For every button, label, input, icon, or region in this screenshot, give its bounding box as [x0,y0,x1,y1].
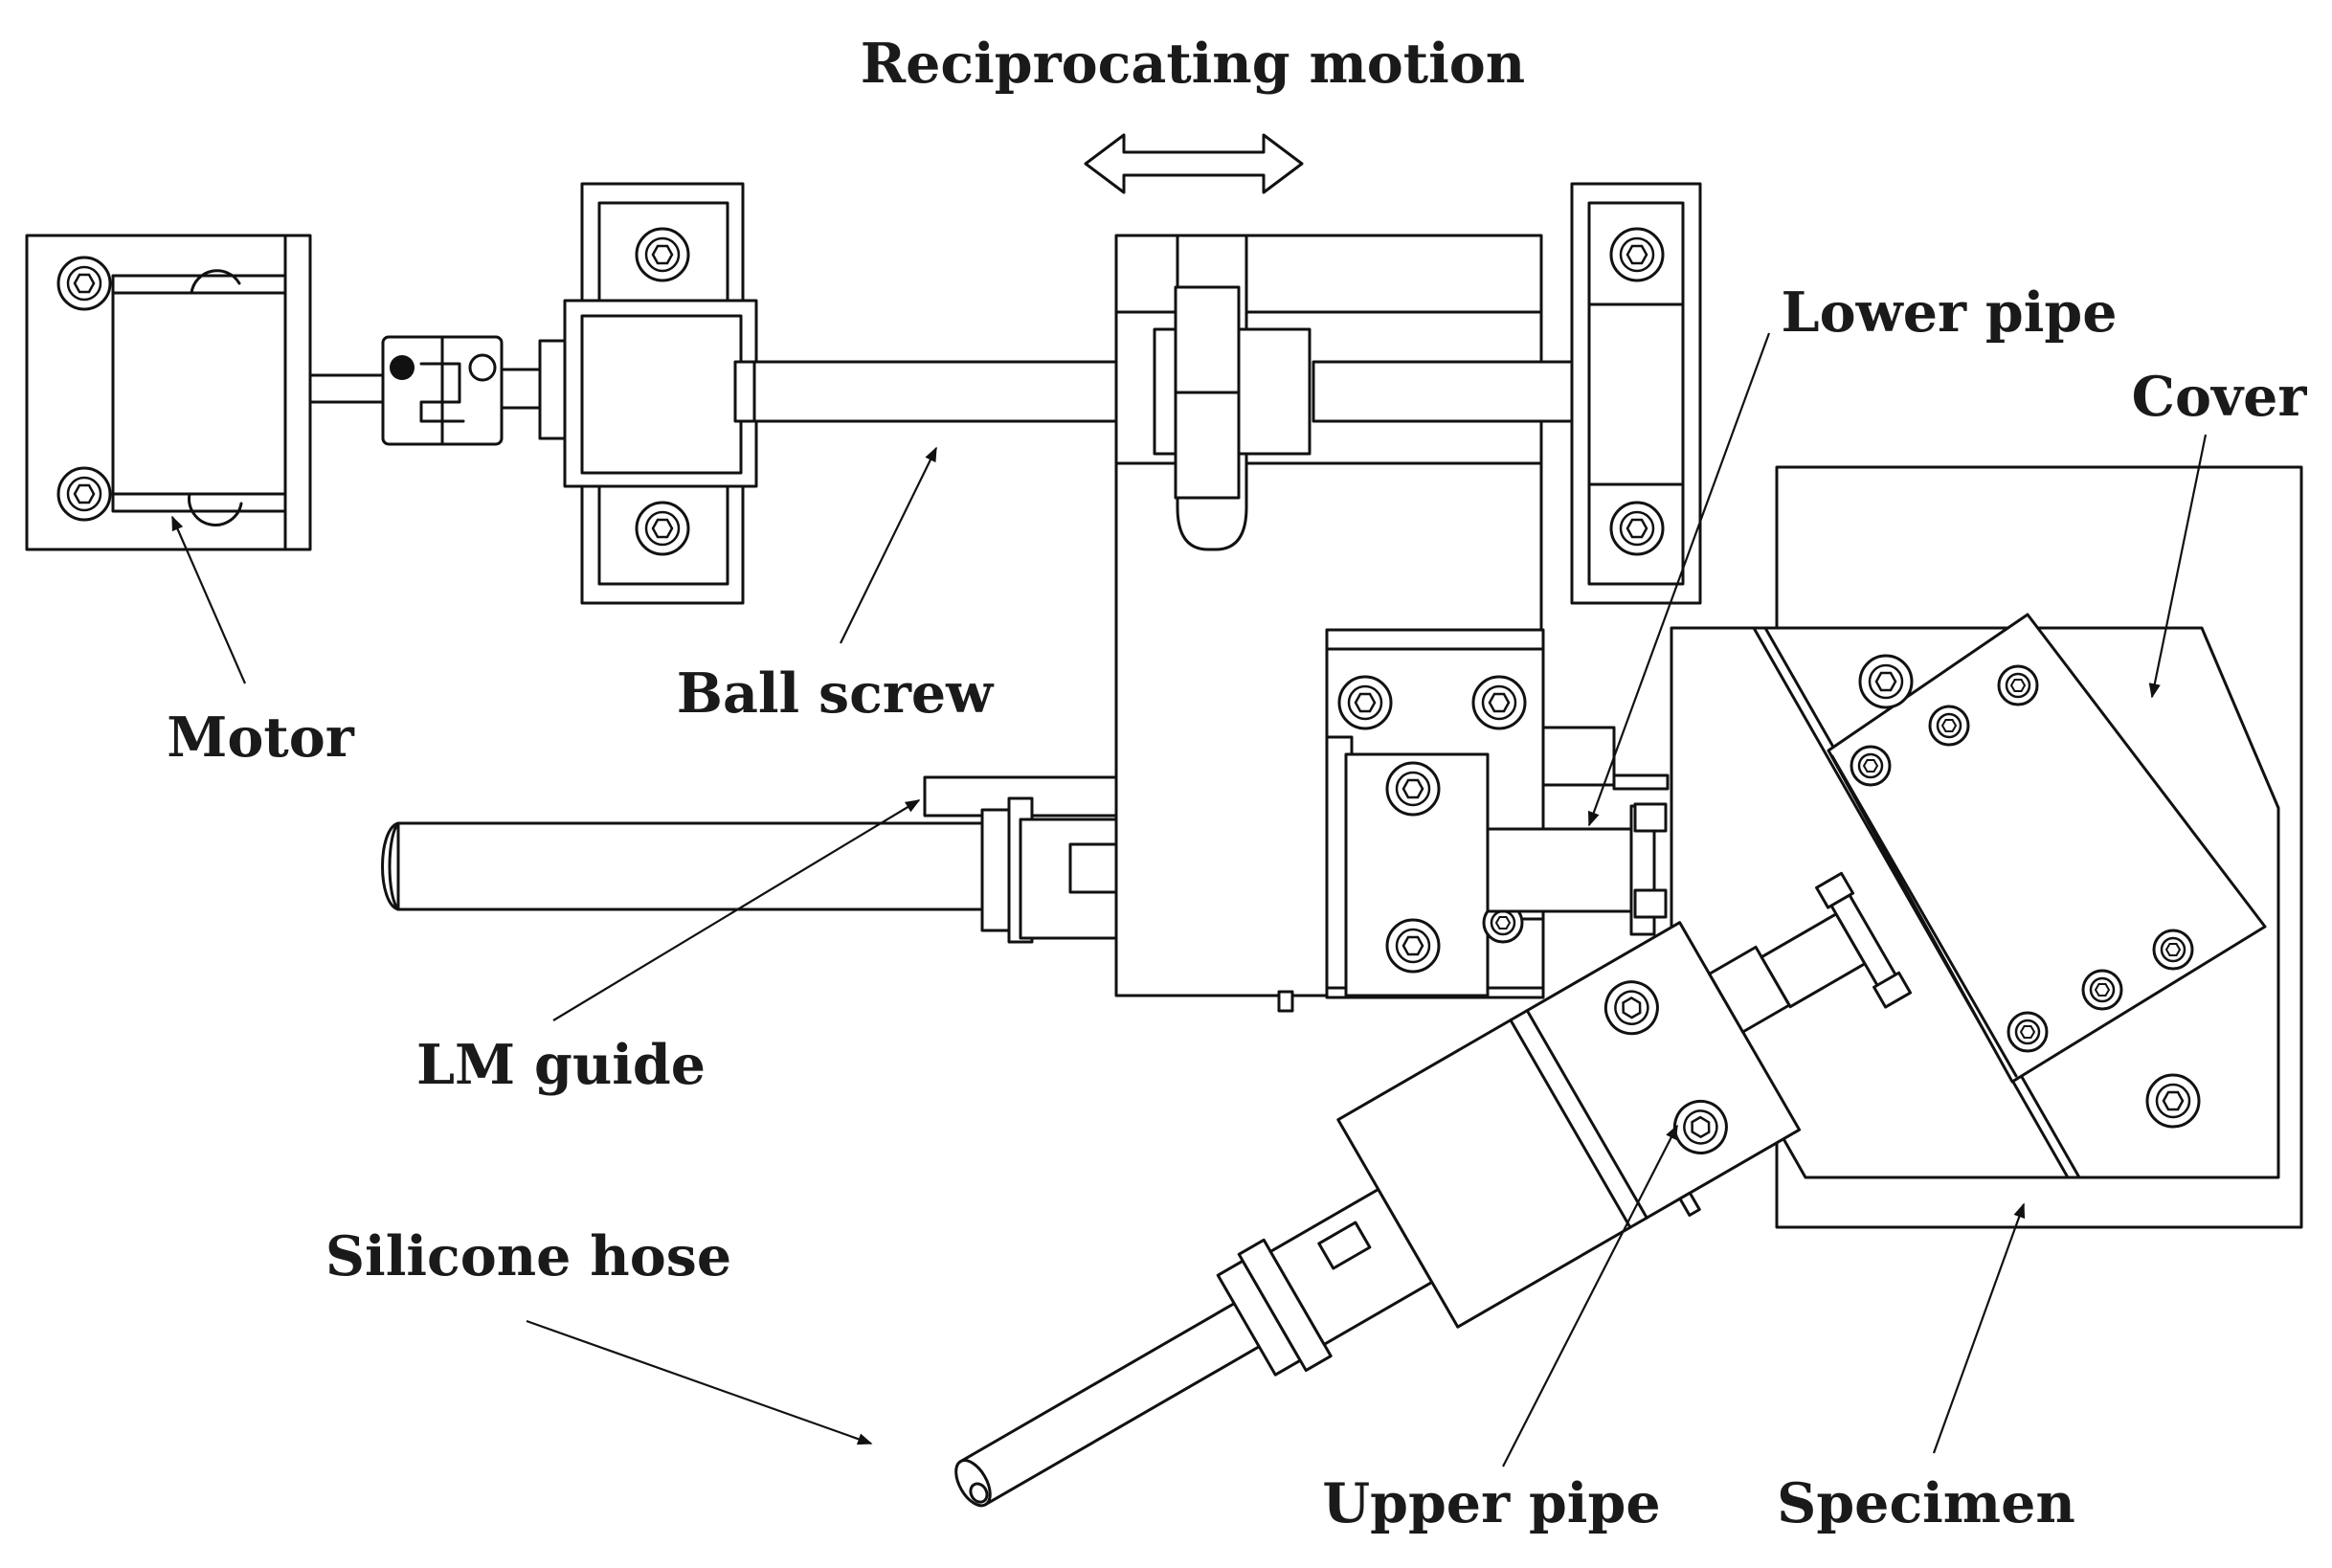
lm-guide-leader-arrow [552,799,921,1021]
double-arrow-icon [1084,133,1304,194]
bolt-icon [1850,745,1892,787]
right-bearing-block [1570,182,1702,605]
bolt-icon [2145,1073,2201,1129]
bolt-icon [635,227,690,282]
label-upper-pipe: Upper pipe [1322,1471,1660,1535]
bolt-icon [1858,654,1914,709]
bolt-icon [2007,1011,2049,1053]
leader-lines [170,332,2208,1467]
bolt-icon [1385,918,1441,974]
label-specimen: Specimen [1777,1471,2075,1535]
silicone-hose-leader-arrow [526,1319,873,1445]
upper-pipe-assembly [954,871,1913,1508]
lower-pipe-leader-arrow [1587,332,1771,827]
label-ball-screw: Ball screw [677,661,995,726]
bolt-icon [1471,675,1527,730]
bolt-icon [1609,227,1665,282]
motor-assembly [25,234,389,551]
label-lower-pipe: Lower pipe [1782,280,2118,345]
bolt-icon [2081,969,2123,1011]
cover-leader-arrow [2148,434,2208,699]
ball-screw-shaft [733,360,1118,423]
bolt-icon [1997,664,2039,706]
label-lm-guide: LM guide [416,1033,706,1097]
bolt-icon [635,501,690,556]
bolt-icon [1385,761,1441,817]
upper-pipe-leader-arrow [1502,1124,1678,1467]
ball-screw-leader-arrow [840,446,937,644]
bolt-icon [1609,501,1665,556]
coupling [381,335,571,446]
left-bearing-block [563,182,758,605]
motor-leader-arrow [170,515,247,684]
label-silicone-hose: Silicone hose [325,1224,731,1288]
bolt-icon [1928,705,1970,747]
specimen-leader-arrow [1932,1202,2026,1454]
label-motor: Motor [167,706,354,770]
label-cover: Cover [2132,365,2308,429]
bolt-icon [1337,675,1393,730]
lower-pipe-holder [1277,628,1670,1013]
lm-guide [381,775,1118,944]
label-reciprocating-motion: Reciprocating motion [861,32,1525,96]
bolt-icon [56,256,112,311]
bolt-icon [2152,929,2194,971]
specimen-assembly [1670,465,2303,1229]
bolt-icon [56,466,112,522]
